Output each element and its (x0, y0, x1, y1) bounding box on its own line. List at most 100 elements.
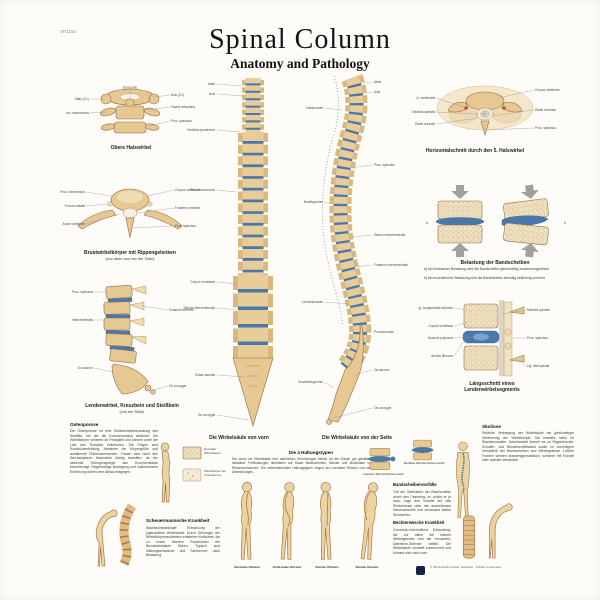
posture-figure-hollow-round (280, 481, 295, 560)
svg-text:Radix ventralis: Radix ventralis (535, 108, 556, 112)
lateral-herniation-caption: Lateraler Bandscheibenvorfall (362, 472, 404, 476)
svg-text:Dens axis: Dens axis (123, 86, 137, 90)
kyphotic-spine-illustration (119, 504, 136, 566)
page-title: Spinal Column (209, 24, 391, 55)
posture-figure-flat (319, 481, 333, 560)
svg-text:Axis: Axis (209, 92, 215, 96)
svg-text:Discus intervertebralis: Discus intervertebralis (374, 233, 406, 237)
spine-front-illustration: Atlas Axis Vertebra prominens Proc. tran… (184, 78, 274, 428)
posture-figure-normal (240, 481, 253, 560)
svg-text:Foramen intervertebrale: Foramen intervertebrale (169, 308, 194, 312)
loading-eccentric: b (501, 184, 566, 258)
scheuermann-heading: Scheuermannsche Krankheit (146, 518, 210, 523)
scheuermann-body: Wachstumsbedingte Erkrankung der jugendl… (146, 526, 220, 558)
disc-loading-note-b: b) bei exzentrischer Belastung wird die … (424, 276, 545, 280)
publisher-logo-icon (416, 566, 425, 575)
svg-text:Discus intervertebralis: Discus intervertebralis (184, 306, 216, 310)
posture-caption-3: Runder Rücken (355, 565, 379, 569)
axial-label-lines: A. vertebralis Medulla spinalis Radix do… (412, 88, 560, 131)
svg-text:Os sacrum: Os sacrum (374, 368, 390, 372)
svg-text:Corpus vertebrae: Corpus vertebrae (175, 188, 200, 192)
svg-text:Atlas: Atlas (208, 82, 215, 86)
herniation-body: Tritt der Gallertkern der Bandscheibe du… (393, 490, 451, 517)
segment-drawing (462, 300, 525, 377)
medial-herniation-caption: Medialer Bandscheibenvorfall (403, 461, 445, 465)
lumbar-drawing (103, 284, 156, 395)
svg-text:Os coccygis: Os coccygis (374, 406, 392, 410)
spine-side-label-lines: Halslordose Brustkyphose Lendenlordose K… (298, 80, 408, 419)
svg-text:Lig. longitudinale anterius: Lig. longitudinale anterius (418, 306, 453, 310)
scoliosis-heading: Skoliose (482, 424, 501, 429)
svg-text:Foramen intervertebrale: Foramen intervertebrale (374, 263, 408, 267)
svg-text:Corpus vertebrae: Corpus vertebrae (190, 280, 215, 284)
lumbar-segment-illustration: Lig. longitudinale anterius Corpus verte… (418, 300, 550, 377)
svg-text:Proc. spinosus: Proc. spinosus (535, 126, 556, 130)
posture-caption-1: Hohlrunder Rücken (272, 565, 302, 569)
upper-cervical-illustration: Dens axis Atlas (C1) Proc. transversus A… (66, 86, 195, 134)
svg-text:Corpus vertebrae: Corpus vertebrae (535, 88, 560, 92)
thoracic-vertebra-illustration: Proc. transversus Fovea costalis Arcus v… (60, 188, 200, 239)
page-subtitle: Anatomy and Pathology (230, 56, 370, 71)
svg-text:Promontorium: Promontorium (374, 330, 394, 334)
spine-front-drawing (232, 78, 274, 428)
thoracic-drawing (77, 188, 183, 239)
lumbar-caption: Lendenwirbel, Kreuzbein und Steißbein (85, 403, 179, 409)
osteoporotic-vertebra-chip (182, 468, 202, 482)
svg-text:b: b (564, 221, 566, 225)
spine-side-illustration: Halslordose Brustkyphose Lendenlordose K… (298, 74, 408, 425)
scoliosis-body: Seitliche Verbiegung der Wirbelsäule mit… (482, 431, 574, 463)
svg-text:Lendenlordose: Lendenlordose (302, 300, 323, 304)
lumbar-subcaption: (von der Seite) (119, 410, 145, 414)
svg-text:Os sacrum: Os sacrum (78, 366, 94, 370)
axial-drawing (436, 85, 534, 137)
svg-text:Fovea costalis: Fovea costalis (65, 204, 86, 208)
osteoporosis-heading: Osteoporose (70, 422, 99, 427)
svg-text:A. vertebralis: A. vertebralis (416, 96, 435, 100)
lumbar-sacrum-illustration: Proc. spinosus Discus intervertebralis O… (72, 284, 194, 395)
posture-caption-2: Flacher Rücken (315, 565, 339, 569)
loading-central: a (426, 185, 485, 257)
medial-herniation-illustration (411, 439, 434, 461)
copyright-line: © 3B Scientific GmbH, Hamburg · Printed … (430, 565, 502, 569)
svg-text:Proc. spinosus: Proc. spinosus (527, 336, 548, 340)
svg-text:Medulla spinalis: Medulla spinalis (527, 308, 550, 312)
svg-text:Proc. transversus: Proc. transversus (60, 190, 85, 194)
lumbar-label-lines: Proc. spinosus Discus intervertebralis O… (72, 290, 194, 391)
svg-text:Proc. spinosus: Proc. spinosus (72, 290, 93, 294)
lumbar-segment-caption: Längsschnitt eines Lendenwirbelsegments (464, 381, 520, 394)
svg-text:Proc. spinosus: Proc. spinosus (175, 224, 196, 228)
svg-text:Halslordose: Halslordose (306, 106, 323, 110)
spine-front-caption: Die Wirbelsäule von vorn (209, 435, 269, 441)
thoracic-caption: Brustwirbelkörper mit Rippengelenken (84, 250, 176, 256)
svg-text:Anulus fibrosus: Anulus fibrosus (431, 354, 453, 358)
herniation-heading: Bandscheibenvorfälle (393, 482, 437, 487)
svg-text:Atlas (C1): Atlas (C1) (75, 97, 89, 101)
spine-front-label-lines: Atlas Axis Vertebra prominens Proc. tran… (184, 82, 250, 421)
thoracic-subcaption: (von oben und von der Seite) (105, 257, 155, 261)
posture-figure-round (360, 481, 379, 561)
svg-text:Medulla spinalis: Medulla spinalis (412, 110, 435, 114)
svg-text:Radix dorsalis: Radix dorsalis (415, 122, 435, 126)
svg-text:Arcus vertebrae: Arcus vertebrae (63, 222, 86, 226)
postures-body: Nur wenn die Wirbelsäule ihre natürliche… (232, 457, 390, 474)
thoracic-label-lines: Proc. transversus Fovea costalis Arcus v… (60, 188, 200, 229)
svg-text:Discus intervertebralis: Discus intervertebralis (72, 318, 93, 322)
product-code: VR1152 (60, 29, 76, 34)
svg-text:Axis (C2): Axis (C2) (171, 93, 184, 97)
lateral-herniation-illustration (368, 448, 396, 470)
svg-text:Crista sacralis: Crista sacralis (195, 373, 215, 377)
kyphotic-figure (95, 509, 118, 567)
osteoporotic-vertebra-label: Wirbelkörper bei Osteoporose (204, 469, 226, 477)
disc-loading-note-a: a) bei zentrischer Belastung wird die Ba… (424, 267, 549, 271)
osteoporosis-figure (160, 442, 171, 503)
svg-text:Atlas: Atlas (374, 80, 381, 84)
bechterew-body: Chronisch-entzündliche Erkrankung, die v… (393, 528, 451, 555)
svg-text:Proc. transversus: Proc. transversus (190, 188, 215, 192)
postures-heading: Die 4 Haltungstypen (288, 450, 334, 455)
svg-text:Corpus vertebrae: Corpus vertebrae (428, 324, 453, 328)
bamboo-spine-illustration (462, 515, 476, 559)
svg-text:Proc. transversus: Proc. transversus (66, 111, 89, 115)
posture-caption-0: Normaler Rücken (234, 565, 260, 569)
svg-text:Axis: Axis (374, 90, 380, 94)
